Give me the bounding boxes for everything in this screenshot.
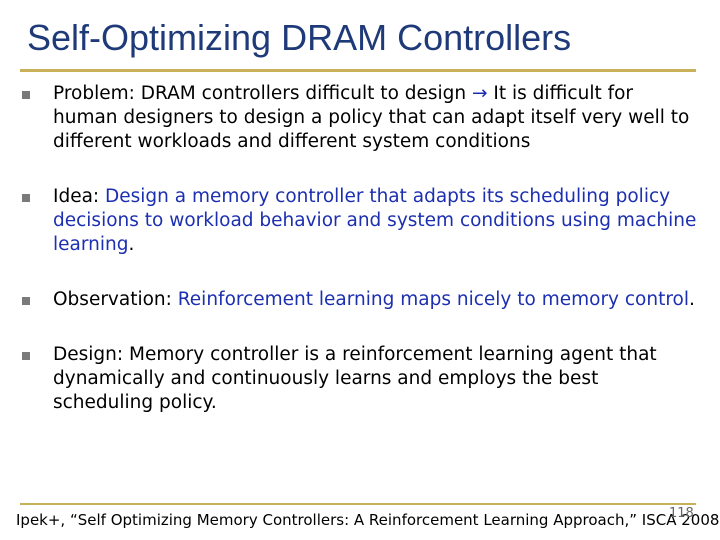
problem-detail: It is difficult for human designers to d… bbox=[53, 83, 690, 152]
title-divider bbox=[20, 69, 696, 72]
slide-title: Self-Optimizing DRAM Controllers bbox=[27, 17, 572, 58]
bullet-square-icon bbox=[22, 297, 30, 305]
bullet-square-icon bbox=[22, 194, 30, 202]
bullet-square-icon bbox=[22, 91, 30, 99]
design-text: Design: Memory controller is a reinforce… bbox=[53, 344, 657, 413]
observation-period: . bbox=[689, 289, 695, 310]
footer-divider bbox=[20, 503, 696, 505]
idea-period: . bbox=[128, 234, 135, 255]
citation: Ipek+, “Self Optimizing Memory Controlle… bbox=[16, 511, 720, 529]
page-number: 118 bbox=[669, 506, 694, 521]
observation-highlight: Reinforcement learning maps nicely to me… bbox=[177, 289, 690, 310]
bullet-observation: Observation: Reinforcement learning maps… bbox=[22, 288, 697, 312]
problem-text: Problem: DRAM controllers difficult to d… bbox=[53, 83, 473, 104]
observation-label: Observation: bbox=[53, 289, 178, 310]
bullet-list: Problem: DRAM controllers difficult to d… bbox=[22, 82, 697, 446]
right-arrow-icon: → bbox=[472, 83, 488, 104]
bullet-square-icon bbox=[22, 352, 30, 360]
bullet-design: Design: Memory controller is a reinforce… bbox=[22, 343, 697, 415]
bullet-problem: Problem: DRAM controllers difficult to d… bbox=[22, 82, 697, 154]
idea-highlight: Design a memory controller that adapts i… bbox=[53, 186, 697, 255]
idea-label: Idea: bbox=[53, 186, 106, 207]
bullet-idea: Idea: Design a memory controller that ad… bbox=[22, 185, 697, 257]
